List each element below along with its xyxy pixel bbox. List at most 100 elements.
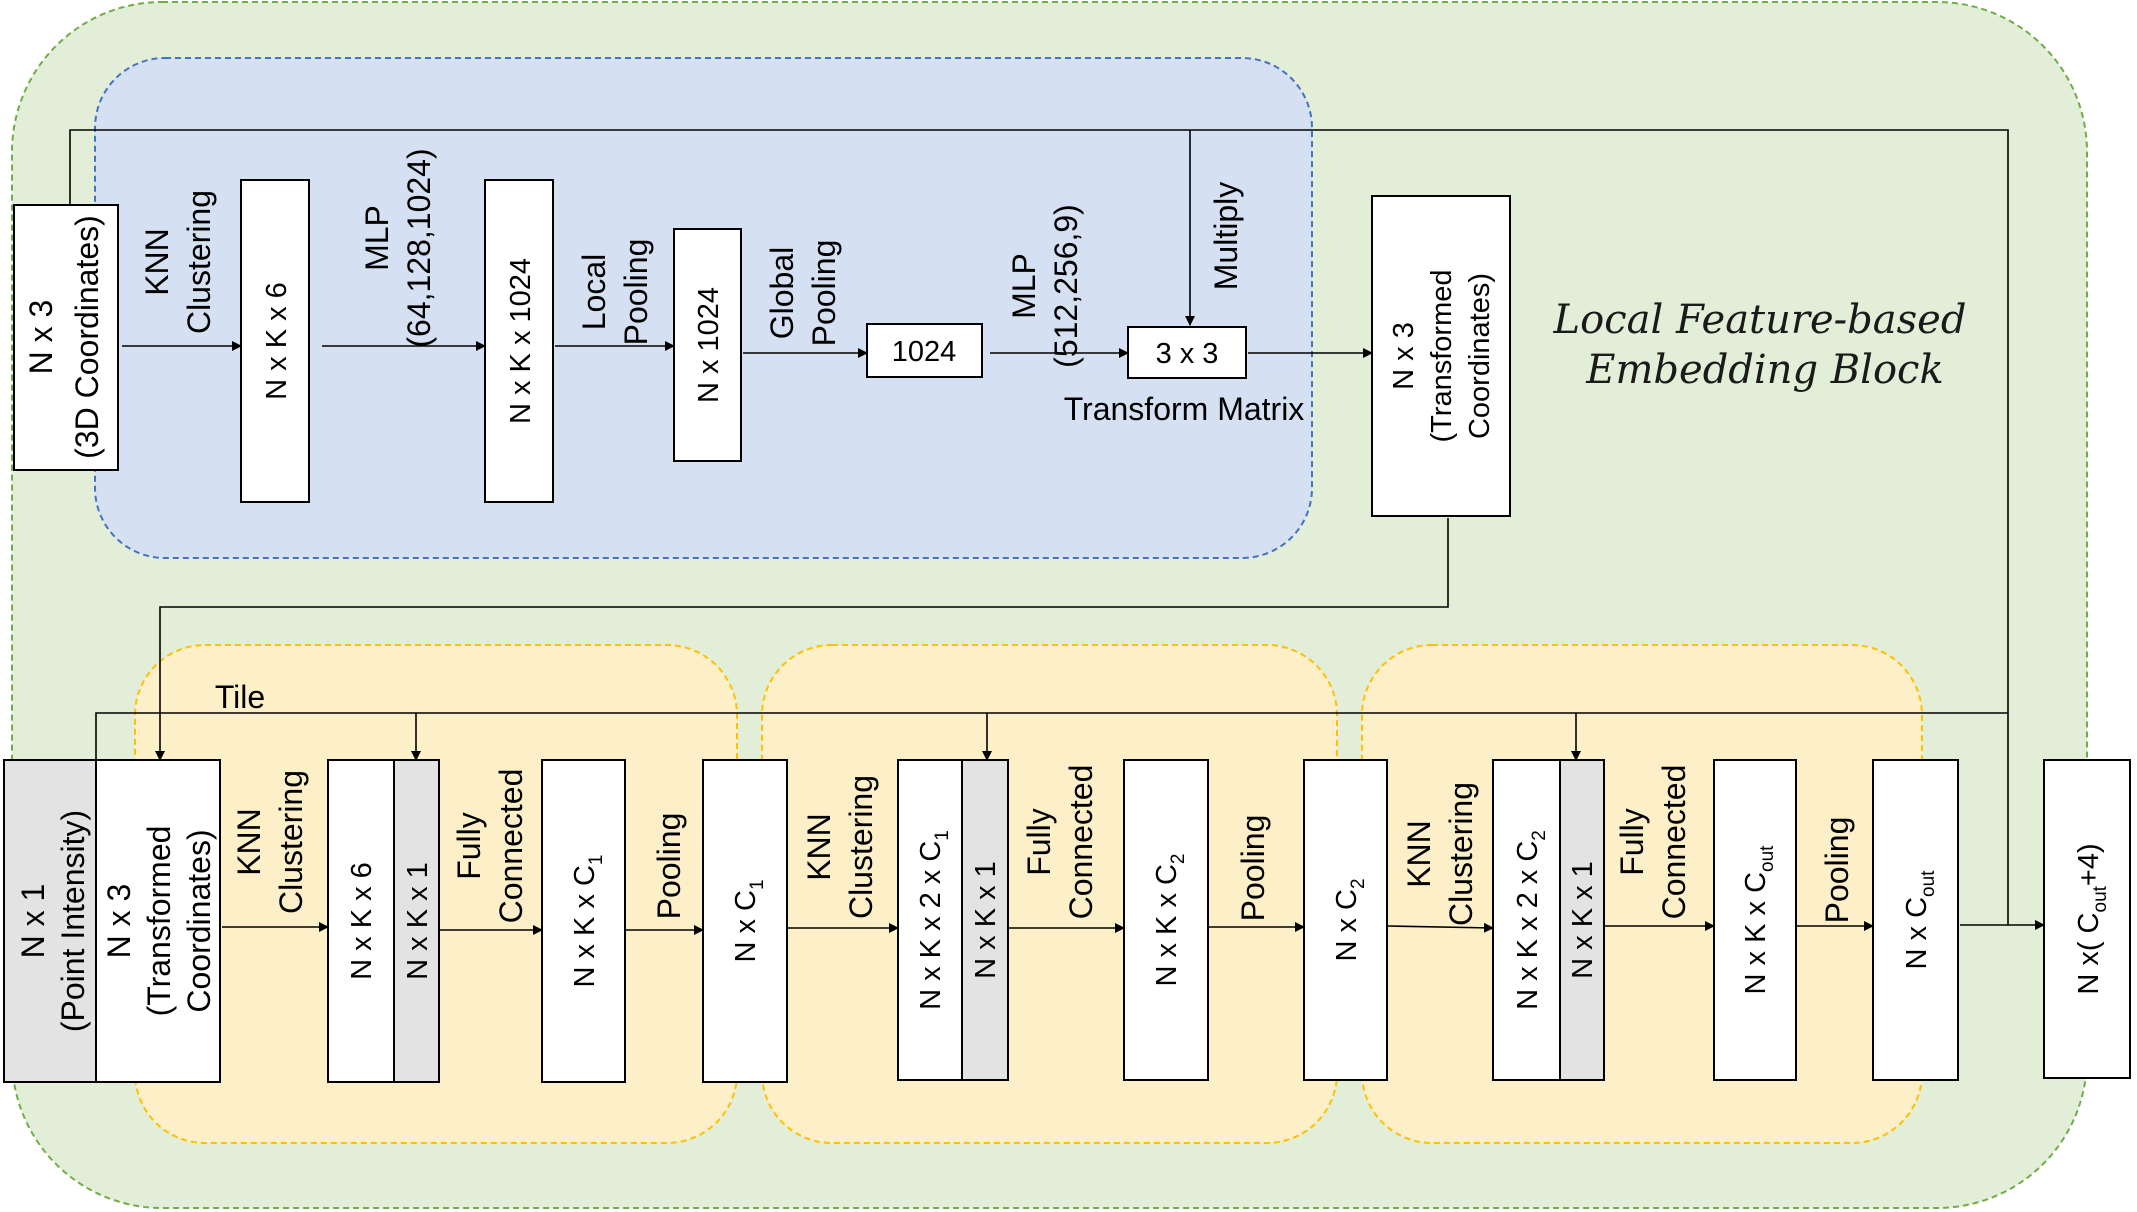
mlp2-params-label: (512,256,9) [1048, 204, 1084, 368]
top-bypass-line [69, 129, 2009, 925]
knn-clustering-label-top: KNN [139, 228, 175, 296]
final-output-pre: N x( C [2073, 912, 2105, 994]
input-transformed-box [95, 759, 221, 1083]
l2-nk1-box [961, 759, 1009, 1081]
mlp1-label: MLP [359, 205, 395, 271]
l3-out-label: N x Cout [1901, 870, 1939, 970]
l3-out-sub: out [1918, 870, 1939, 897]
local-pooling-label: Local [576, 254, 612, 331]
l1-knn-label: KNN [231, 808, 267, 876]
input-coords-box [13, 204, 119, 471]
l1-out-main: N x C [730, 890, 762, 963]
l1-out-label: N x C1 [730, 879, 768, 962]
l2-out-main: N x C [1331, 889, 1363, 962]
l2-out-label: N x C2 [1331, 878, 1369, 961]
l3-out-main: N x C [1901, 897, 1933, 970]
l3-nk2c-sub: 2 [1529, 830, 1550, 841]
l3-fc-out-main: N x K x C [1740, 872, 1772, 994]
point-intensity-box [3, 759, 97, 1083]
l1-fc-label: Fully [451, 812, 487, 880]
global-pooling-label-2: Pooling [806, 240, 842, 347]
l2-nk2c-label: N x K x 2 x C1 [915, 830, 953, 1010]
local-pooling-label-2: Pooling [618, 239, 654, 346]
l3-knn-label-2: Clustering [1443, 782, 1479, 926]
global-pooling-label: Global [764, 247, 800, 340]
l1-out-box [702, 759, 788, 1083]
l3-nk1-box [1559, 759, 1605, 1081]
n1024-label: N x 1024 [693, 287, 725, 403]
arrow-l3-knn [1387, 922, 1494, 933]
final-output-label: N x( Cout+4) [2073, 843, 2111, 994]
l2-fc-label-2: Connected [1063, 765, 1099, 920]
l2-nk2c-box [897, 759, 963, 1081]
input-coords-sublabel: (3D Coordinates) [69, 215, 105, 459]
l2-nk1-label: N x K x 1 [970, 861, 1002, 979]
l2-fc-box [1123, 759, 1209, 1081]
transformed-coords-label-2: (Transformed [1426, 270, 1458, 443]
vec1024-label: 1024 [892, 336, 957, 368]
l1-nk1-label: N x K x 1 [402, 862, 434, 980]
l3-out-box [1872, 759, 1959, 1081]
mlp1-params-label: (64,128,1024) [401, 148, 437, 347]
l1-nk1-box [393, 759, 440, 1083]
nk1024-box [484, 179, 554, 503]
mlp2-label: MLP [1006, 253, 1042, 319]
nk1024-label: N x K x 1024 [505, 258, 537, 424]
l2-nk2c-sub: 1 [932, 830, 953, 841]
transformed-coords-label-3: Coordinates) [1464, 273, 1496, 439]
l3-nk2c-main: N x K x 2 x C [1512, 841, 1544, 1010]
l3-fc-label-2: Connected [1656, 765, 1692, 920]
transformed-coords-box [1371, 195, 1511, 517]
l2-pool-label: Pooling [1235, 815, 1271, 922]
input-coords-label: N x 3 [23, 300, 59, 375]
l1-pool-label: Pooling [651, 813, 687, 920]
l1-nk6-label: N x K x 6 [346, 862, 378, 980]
point-intensity-sublabel: (Point Intensity) [55, 810, 91, 1032]
knn-clustering-label-top-2: Clustering [181, 190, 217, 334]
l1-nk6-box [327, 759, 395, 1083]
l3-pool-label: Pooling [1819, 817, 1855, 924]
l1-fc-out-main: N x K x C [569, 865, 601, 987]
l3-fc-out-sub: out [1757, 845, 1778, 872]
l2-fc-label: Fully [1021, 808, 1057, 876]
l2-fc-out-label: N x K x C2 [1151, 853, 1189, 986]
l3-fc-out-label: N x K x Cout [1740, 845, 1778, 995]
transformed-coords-connector [155, 518, 1449, 761]
point-intensity-label: N x 1 [15, 884, 51, 959]
l2-fc-out-main: N x K x C [1151, 864, 1183, 986]
transform-matrix-box [1127, 326, 1247, 379]
l3-fc-label: Fully [1614, 808, 1650, 876]
vec1024-box [866, 323, 983, 378]
l2-nk2c-main: N x K x 2 x C [915, 841, 947, 1010]
nk6-label-top: N x K x 6 [261, 282, 293, 400]
input-transformed-label-2: (Transformed [141, 826, 177, 1017]
transform-matrix-label: Transform Matrix [1064, 391, 1305, 427]
l1-fc-label-2: Connected [493, 769, 529, 924]
tile-label: Tile [215, 679, 265, 715]
l2-knn-label: KNN [801, 813, 837, 881]
multiply-label: Multiply [1208, 182, 1244, 290]
block-title-line2: Embedding Block [1585, 347, 1943, 393]
final-output-sub: out [2090, 885, 2111, 912]
transformed-coords-label: N x 3 [1388, 322, 1420, 390]
l1-out-sub: 1 [747, 879, 768, 890]
input-transformed-label: N x 3 [101, 884, 137, 959]
l1-knn-label-2: Clustering [273, 770, 309, 914]
transform-matrix-size: 3 x 3 [1156, 338, 1219, 370]
l1-fc-out-sub: 1 [586, 854, 607, 865]
final-output-post: +4) [2073, 843, 2105, 886]
l3-fc-box [1713, 759, 1797, 1081]
l3-nk1-label: N x K x 1 [1567, 861, 1599, 979]
l3-knn-label: KNN [1401, 820, 1437, 888]
l2-knn-label-2: Clustering [843, 775, 879, 919]
l2-fc-out-sub: 2 [1168, 853, 1189, 864]
n1024-box [673, 228, 742, 462]
input-transformed-label-3: Coordinates) [181, 829, 217, 1012]
l3-nk2c-box [1492, 759, 1561, 1081]
l3-nk2c-label: N x K x 2 x C2 [1512, 830, 1550, 1010]
l2-out-sub: 2 [1348, 878, 1369, 889]
l2-out-box [1303, 759, 1388, 1081]
l1-fc-out-label: N x K x C1 [569, 854, 607, 987]
block-title-line1: Local Feature-based [1553, 297, 1967, 343]
